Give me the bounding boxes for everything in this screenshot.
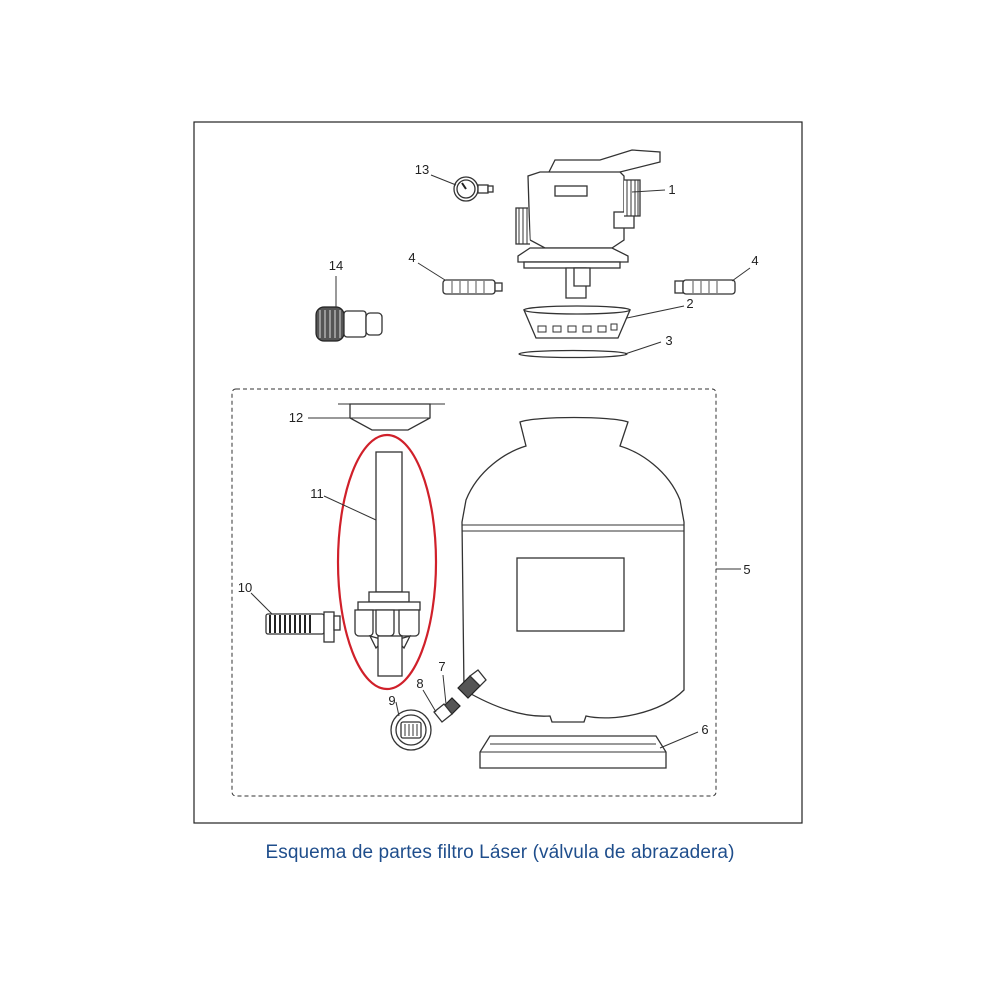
part-number-label: 6 [701,722,708,737]
diagram-frame [193,121,803,824]
leader-lines [250,174,751,749]
multiport-valve-icon [515,149,661,299]
part-number-label: 7 [438,659,445,674]
o-ring-icon [518,349,628,359]
part-number-label: 9 [388,693,395,708]
part-number-label: 4 [751,253,758,268]
part-number-label: 3 [665,333,672,348]
valve-flange-icon [523,305,631,339]
drain-strainer-icon [390,709,432,751]
filter-tank-icon [461,416,685,723]
part-number-label: 11 [310,486,324,501]
part-number-labels: 13 1 4 4 14 2 3 12 11 10 5 6 7 8 9 [238,162,759,737]
standpipe-collector-icon [354,451,421,677]
tank-base-icon [479,735,667,769]
part-number-label: 2 [686,296,693,311]
tank-assembly-group [231,388,717,797]
diffuser-icon [338,403,445,431]
highlight-ellipse [336,433,438,691]
drain-cap-icon [433,697,461,723]
threaded-nipple-icon [442,279,503,295]
drain-plug-icon [457,669,487,699]
part-number-label: 10 [238,580,252,595]
lateral-icon [265,611,341,643]
part-number-label: 12 [289,410,303,425]
part-number-label: 13 [415,162,429,177]
part-number-label: 4 [408,250,415,265]
pressure-gauge-icon [453,176,494,202]
part-number-label: 8 [416,676,423,691]
part-number-label: 14 [329,258,343,273]
threaded-nipple-icon [674,279,736,295]
part-number-label: 1 [668,182,675,197]
union-fitting-icon [315,306,383,342]
diagram-caption: Esquema de partes filtro Láser (válvula … [265,842,735,863]
part-number-label: 5 [743,562,750,577]
